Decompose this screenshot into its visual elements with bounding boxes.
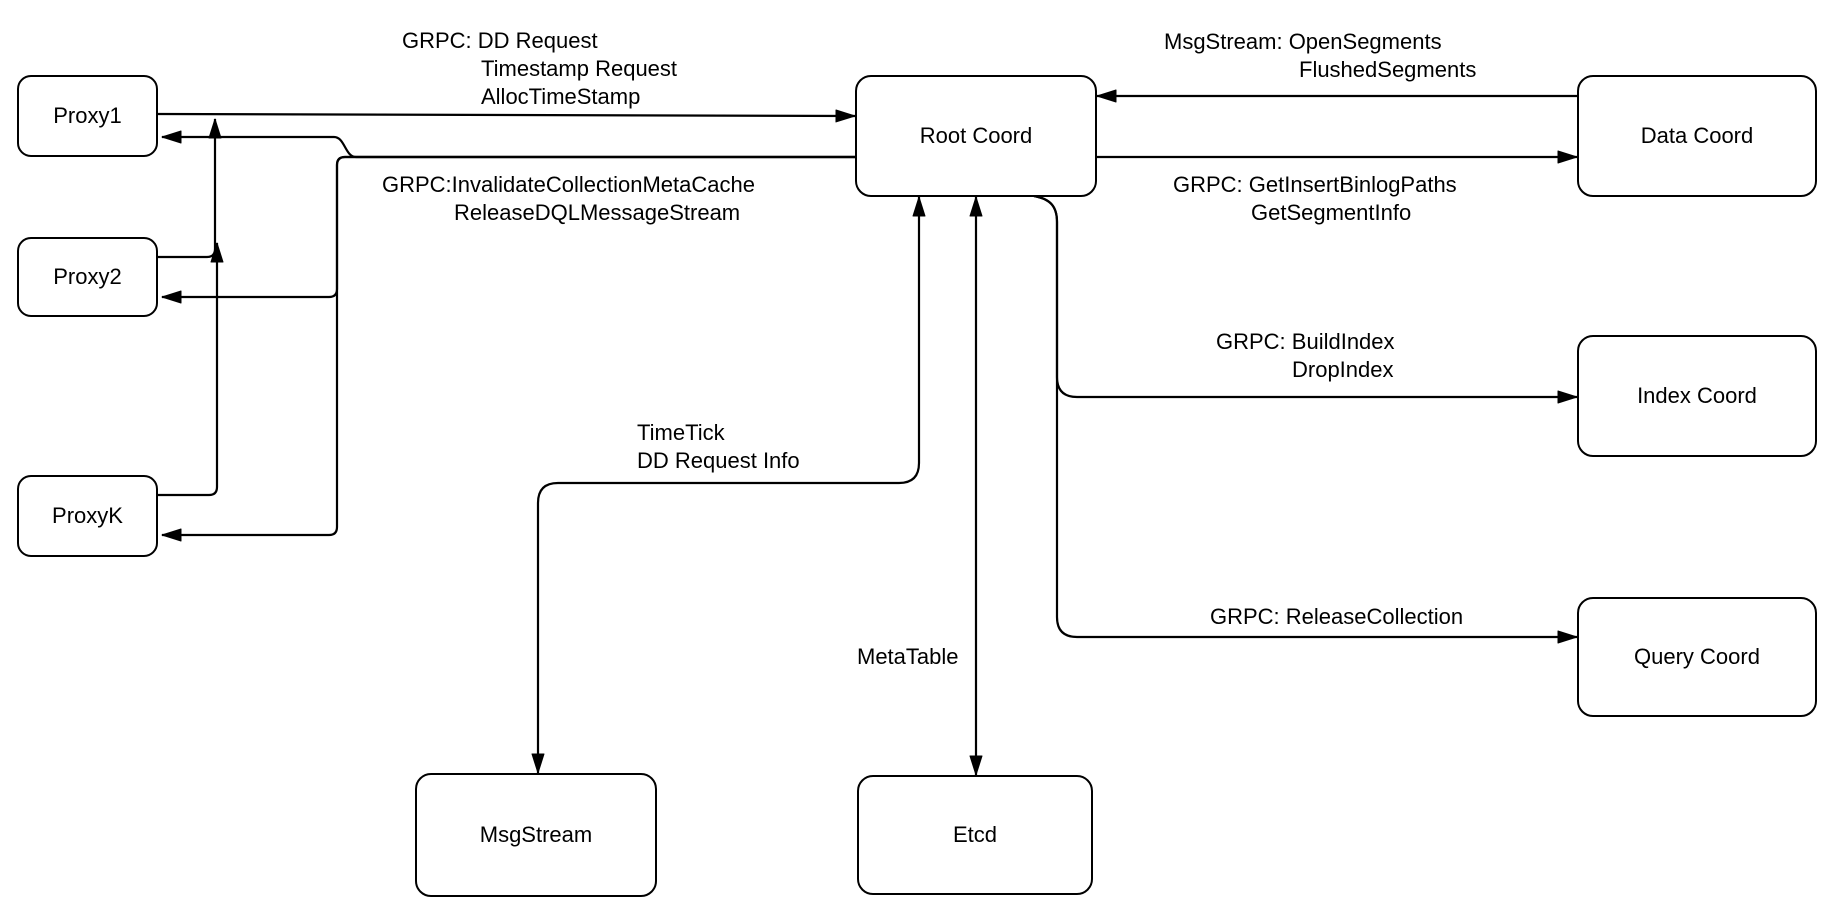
edge-label-root-to-etcd-line1: MetaTable [857,644,959,669]
edge-proxyk-to-rootcoord [158,242,224,497]
edge-label-root-to-index-line2: DropIndex [1292,357,1394,382]
node-query-coord: Query Coord [1577,597,1817,717]
edge-label-root-to-msgstream-line2: DD Request Info [637,448,800,473]
edge-label-root-to-index-line1: GRPC: BuildIndex [1216,329,1395,354]
node-etcd-label: Etcd [952,822,998,847]
node-root-coord-label: Root Coord [919,123,1033,148]
edge-rootcoord-to-proxy1 [161,130,855,159]
edge-label-data-to-root-line1: MsgStream: OpenSegments [1164,29,1442,54]
node-proxy1: Proxy1 [17,75,158,157]
node-data-coord-label: Data Coord [1640,123,1754,148]
edge-label-root-to-proxies-line1: GRPC:InvalidateCollectionMetaCache [382,172,755,197]
node-proxy1-label: Proxy1 [53,103,122,128]
edge-label-root-to-data-line1: GRPC: GetInsertBinlogPaths [1173,172,1457,197]
node-etcd: Etcd [857,775,1093,895]
edge-label-proxies-to-root-line1: GRPC: DD Request [402,28,598,53]
edge-rootcoord-msgstream [531,196,926,774]
node-proxyk: ProxyK [17,475,158,557]
node-proxyk-label: ProxyK [52,503,123,528]
node-root-coord: Root Coord [855,75,1097,197]
edge-label-root-to-proxies-line2: ReleaseDQLMessageStream [454,200,741,225]
edge-label-root-to-data-line2: GetSegmentInfo [1251,200,1412,225]
node-msgstream: MsgStream [415,773,657,897]
node-query-coord-label: Query Coord [1634,644,1760,669]
node-data-coord: Data Coord [1577,75,1817,197]
edge-rootcoord-to-proxyk [161,155,855,542]
node-index-coord: Index Coord [1577,335,1817,457]
node-proxy2: Proxy2 [17,237,158,317]
edge-label-root-to-query-line1: GRPC: ReleaseCollection [1210,604,1464,629]
edge-rootcoord-to-querycoord [1033,194,1578,644]
node-proxy2-label: Proxy2 [53,264,122,289]
node-index-coord-label: Index Coord [1637,383,1757,408]
edge-label-data-to-root-line2: FlushedSegments [1299,57,1477,82]
node-msgstream-label: MsgStream [479,822,593,847]
edge-label-proxies-to-root-line3: AllocTimeStamp [481,84,641,109]
edge-proxy2-to-rootcoord [158,118,222,259]
edge-label-proxies-to-root-line2: Timestamp Request [481,56,678,81]
edge-label-root-to-msgstream-line1: TimeTick [637,420,725,445]
edge-proxy1-to-rootcoord [157,109,856,123]
